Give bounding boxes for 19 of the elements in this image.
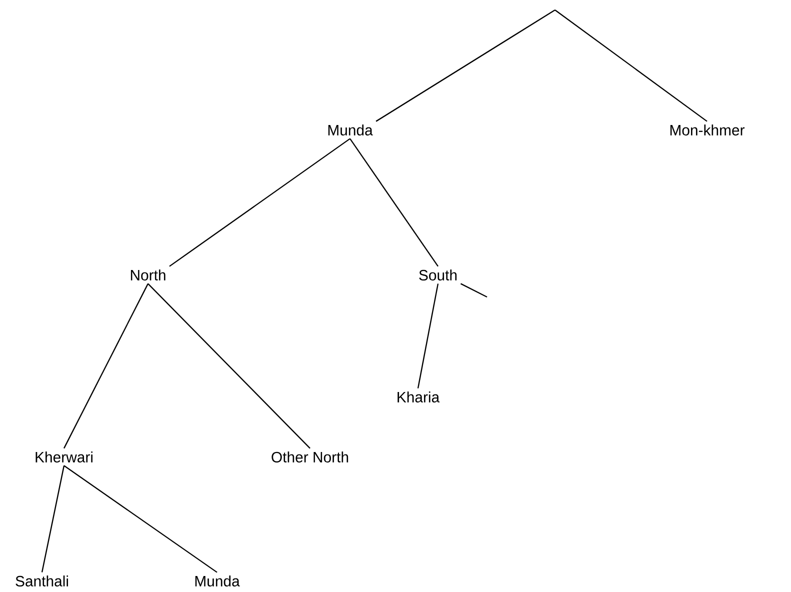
tree-label: South [419, 270, 457, 280]
tree-label: North [130, 270, 166, 280]
tree-label: Munda [328, 124, 373, 136]
branch-line [460, 283, 488, 298]
tree-label: Santhali [16, 576, 68, 586]
tree-label: Kherwari [36, 452, 92, 462]
tree-label: Other North [272, 452, 348, 462]
branch-line [417, 284, 439, 388]
branch-line [41, 466, 65, 572]
branch-line [169, 138, 350, 267]
branch-line [350, 138, 438, 267]
branch-line [554, 10, 708, 122]
branch-line [148, 283, 310, 449]
branch-line [64, 465, 218, 573]
branch-line [63, 283, 149, 449]
tree-label: Munda [195, 576, 240, 586]
tree-label: Kharia [398, 392, 440, 402]
tree-label: Mon-khmer [670, 124, 745, 136]
branch-line [376, 9, 556, 122]
